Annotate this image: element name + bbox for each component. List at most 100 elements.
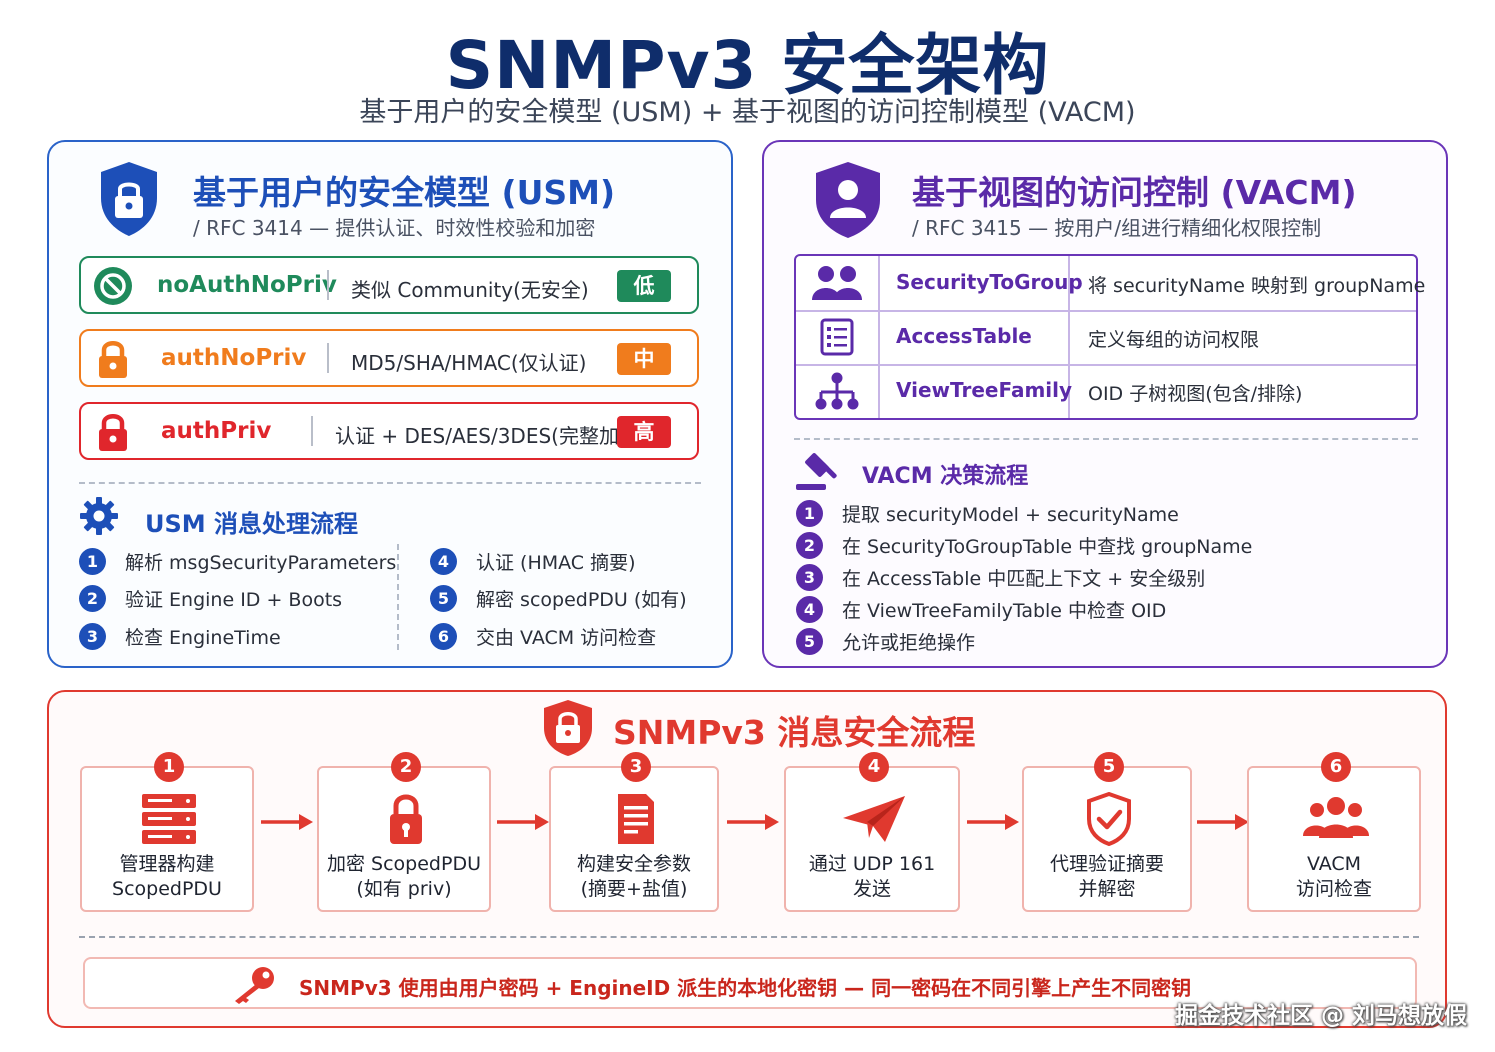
step-line: 访问检查 <box>1295 878 1372 900</box>
step-number: 1 <box>796 500 823 527</box>
level-badge: 低 <box>617 270 671 302</box>
step-text: VACM 访问检查 <box>1249 852 1419 902</box>
usm-step: 2 验证 Engine ID + Boots <box>79 583 379 613</box>
step-number: 5 <box>430 585 457 612</box>
shield-lock-icon <box>544 700 592 756</box>
step-number: 3 <box>621 752 651 782</box>
section-divider <box>794 438 1418 440</box>
step-number: 2 <box>79 585 106 612</box>
step-number: 6 <box>1321 752 1351 782</box>
vacm-title: 基于视图的访问控制 (VACM) <box>912 173 1357 212</box>
watermark: 掘金技术社区 @ 刘马想放假 <box>1174 1003 1467 1029</box>
step-text: 构建安全参数 (摘要+盐值) <box>551 852 717 902</box>
flow-step: 3 构建安全参数 (摘要+盐值) <box>549 752 719 912</box>
usm-step: 1 解析 msgSecurityParameters <box>79 546 396 576</box>
page-subtitle: 基于用户的安全模型 (USM) + 基于视图的访问控制模型 (VACM) <box>359 97 1136 128</box>
level-desc: MD5/SHA/HMAC(仅认证) <box>351 351 587 375</box>
arrow-right-icon <box>967 814 1019 830</box>
flow-step: 4 通过 UDP 161 发送 <box>784 752 960 912</box>
step-line: 发送 <box>852 878 891 900</box>
level-authpriv: authPriv 认证 + DES/AES/3DES(完整加密) 高 <box>79 402 699 460</box>
key-icon <box>235 967 274 1004</box>
section-divider <box>79 936 1419 938</box>
lock-icon <box>99 341 127 378</box>
arrow-right-icon <box>261 814 313 830</box>
table-row: SecurityToGroup 将 securityName 映射到 group… <box>796 256 1425 310</box>
section-divider <box>79 482 701 484</box>
level-authnopriv: authNoPriv MD5/SHA/HMAC(仅认证) 中 <box>79 329 699 387</box>
step-number: 5 <box>796 628 823 655</box>
step-text: 代理验证摘要 并解密 <box>1024 852 1190 902</box>
step-text: 在 ViewTreeFamilyTable 中检查 OID <box>842 600 1167 622</box>
vacm-table: SecurityToGroup 将 securityName 映射到 group… <box>794 254 1425 420</box>
tree-icon <box>815 372 859 410</box>
level-noauthnopriv: noAuthNoPriv 类似 Community(无安全) 低 <box>79 256 699 314</box>
step-line: 管理器构建 <box>119 853 215 875</box>
table-name: AccessTable <box>896 324 1032 348</box>
usm-step: 4 认证 (HMAC 摘要) <box>430 546 710 576</box>
step-text: 交由 VACM 访问检查 <box>476 627 657 649</box>
arrow-right-icon <box>1197 814 1249 830</box>
usm-step: 3 检查 EngineTime <box>79 621 379 651</box>
step-line: 构建安全参数 <box>576 853 691 875</box>
step-text: 解密 scopedPDU (如有) <box>476 589 687 611</box>
server-icon <box>142 794 196 844</box>
usm-process-title: USM 消息处理流程 <box>145 510 359 538</box>
usm-subtitle: / RFC 3414 — 提供认证、时效性校验和加密 <box>193 216 596 240</box>
level-divider <box>311 416 313 446</box>
arrow-right-icon <box>727 814 779 830</box>
users-icon <box>812 266 862 300</box>
list-icon <box>820 318 854 356</box>
flow-step: 1 管理器构建 ScopedPDU <box>80 752 254 912</box>
page-title: SNMPv3 安全架构 <box>445 27 1050 104</box>
send-icon <box>843 796 905 842</box>
flow-title: SNMPv3 消息安全流程 <box>613 713 976 752</box>
step-number: 4 <box>430 548 457 575</box>
table-desc: 将 securityName 映射到 groupName <box>1088 275 1426 297</box>
shield-check-icon <box>1087 792 1131 846</box>
shield-user-icon <box>816 162 880 238</box>
flow-step: 6 VACM 访问检查 <box>1247 752 1421 912</box>
step-text: 在 AccessTable 中匹配上下文 + 安全级别 <box>842 568 1206 590</box>
step-text: 验证 Engine ID + Boots <box>125 589 343 611</box>
step-line: (摘要+盐值) <box>580 878 688 900</box>
key-note-bar: SNMPv3 使用由用户密码 + EngineID 派生的本地化密钥 — 同一密… <box>83 957 1417 1009</box>
step-line: 并解密 <box>1078 878 1136 900</box>
step-text: 检查 EngineTime <box>125 627 281 649</box>
table-name: ViewTreeFamily <box>896 378 1073 402</box>
step-number: 3 <box>796 564 823 591</box>
step-text: 通过 UDP 161 发送 <box>786 852 958 902</box>
lock-icon <box>390 794 422 844</box>
step-line: 加密 ScopedPDU <box>327 853 481 875</box>
usm-title: 基于用户的安全模型 (USM) <box>193 173 616 212</box>
step-line: (如有 priv) <box>356 878 452 900</box>
column-divider <box>397 544 399 650</box>
table-divider <box>1068 256 1070 418</box>
step-number: 1 <box>79 548 106 575</box>
table-desc: OID 子树视图(包含/排除) <box>1088 383 1303 405</box>
vacm-step: 5 允许或拒绝操作 <box>796 626 1416 656</box>
key-note-text: SNMPv3 使用由用户密码 + EngineID 派生的本地化密钥 — 同一密… <box>299 976 1192 1000</box>
vacm-step: 2 在 SecurityToGroupTable 中查找 groupName <box>796 530 1416 560</box>
arrow-right-icon <box>497 814 549 830</box>
prohibited-icon <box>94 267 132 305</box>
group-icon <box>1303 797 1369 838</box>
vacm-step: 3 在 AccessTable 中匹配上下文 + 安全级别 <box>796 562 1416 592</box>
step-number: 2 <box>796 532 823 559</box>
table-row: ViewTreeFamily OID 子树视图(包含/排除) <box>796 364 1416 418</box>
table-divider <box>878 256 880 418</box>
step-line: 通过 UDP 161 <box>808 853 936 875</box>
table-name: SecurityToGroup <box>896 270 1083 294</box>
table-divider <box>796 310 1416 312</box>
vacm-subtitle: / RFC 3415 — 按用户/组进行精细化权限控制 <box>912 216 1322 240</box>
table-desc: 定义每组的访问权限 <box>1088 329 1260 351</box>
gavel-icon <box>796 453 837 490</box>
step-text: 在 SecurityToGroupTable 中查找 groupName <box>842 536 1253 558</box>
level-name: authNoPriv <box>161 345 307 371</box>
step-text: 认证 (HMAC 摘要) <box>476 552 636 574</box>
level-name: authPriv <box>161 418 272 444</box>
step-number: 4 <box>796 596 823 623</box>
step-text: 提取 securityModel + securityName <box>842 504 1179 526</box>
step-text: 管理器构建 ScopedPDU <box>82 852 252 902</box>
gear-icon <box>80 497 118 535</box>
